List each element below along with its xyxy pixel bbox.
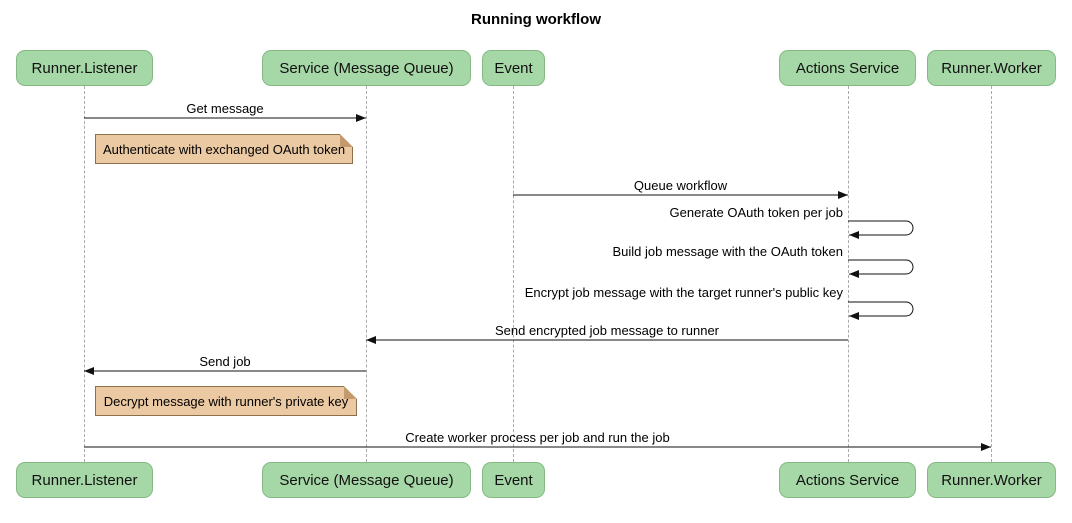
label-send-job: Send job xyxy=(199,354,251,369)
label-queue-workflow: Queue workflow xyxy=(633,178,728,193)
actor-runner-listener-top: Runner.Listener xyxy=(16,50,153,86)
label-send-encrypted: Send encrypted job message to runner xyxy=(494,323,720,338)
actor-actions-service-bottom: Actions Service xyxy=(779,462,916,498)
lifeline-service-message-queue xyxy=(366,86,367,462)
lifeline-event xyxy=(513,86,514,462)
lifeline-actions-service xyxy=(848,86,849,462)
selfloop-build-job-message xyxy=(848,259,914,278)
note-fold xyxy=(344,386,357,399)
label-create-worker: Create worker process per job and run th… xyxy=(405,430,670,445)
note-authenticate: Authenticate with exchanged OAuth token xyxy=(95,134,353,164)
selfloop-generate-token xyxy=(848,220,914,239)
actor-runner-worker-bottom: Runner.Worker xyxy=(927,462,1056,498)
actor-event-bottom: Event xyxy=(482,462,545,498)
actor-runner-listener-bottom: Runner.Listener xyxy=(16,462,153,498)
label-build-job-message: Build job message with the OAuth token xyxy=(612,244,843,259)
label-get-message: Get message xyxy=(186,101,264,116)
diagram-title: Running workflow xyxy=(471,11,601,28)
lifeline-runner-listener xyxy=(84,86,85,462)
note-authenticate-text: Authenticate with exchanged OAuth token xyxy=(102,141,346,157)
actor-actions-service-top: Actions Service xyxy=(779,50,916,86)
actor-service-message-queue-top: Service (Message Queue) xyxy=(262,50,471,86)
selfloop-encrypt-job-message xyxy=(848,301,914,320)
actor-runner-worker-top: Runner.Worker xyxy=(927,50,1056,86)
actor-service-message-queue-bottom: Service (Message Queue) xyxy=(262,462,471,498)
note-fold xyxy=(340,134,353,147)
note-decrypt-text: Decrypt message with runner's private ke… xyxy=(103,393,349,409)
label-generate-token: Generate OAuth token per job xyxy=(669,205,843,220)
note-decrypt: Decrypt message with runner's private ke… xyxy=(95,386,357,416)
actor-event-top: Event xyxy=(482,50,545,86)
lifeline-runner-worker xyxy=(991,86,992,462)
label-encrypt-job-message: Encrypt job message with the target runn… xyxy=(524,285,843,300)
